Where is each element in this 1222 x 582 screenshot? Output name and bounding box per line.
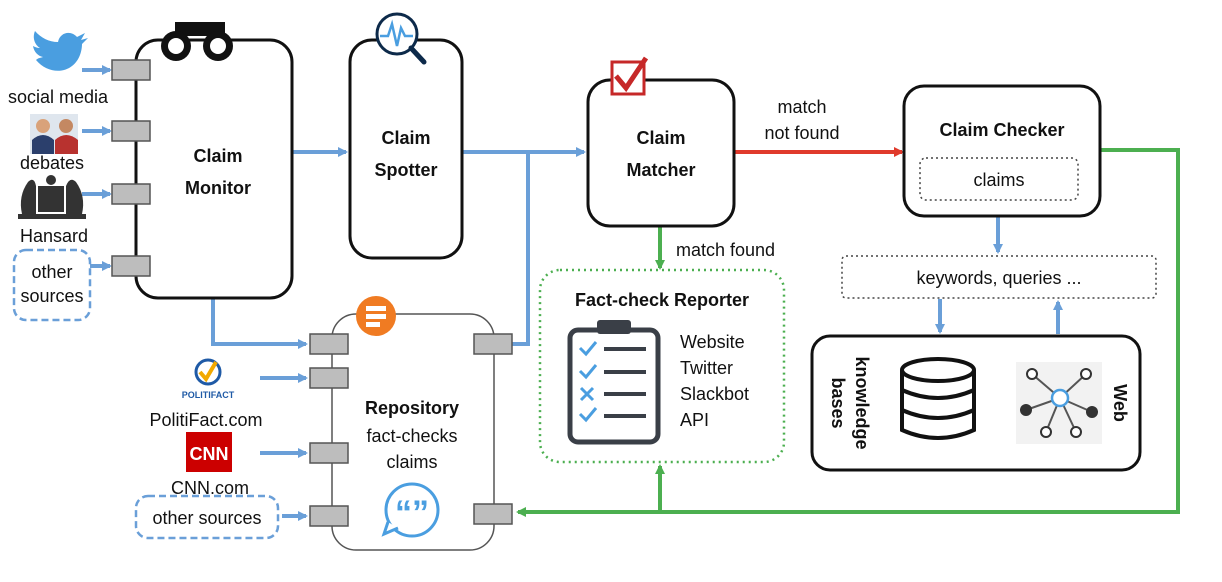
database-stack-icon bbox=[356, 296, 396, 336]
cnn-logo-icon: CNN bbox=[186, 432, 232, 472]
repository-ports bbox=[309, 333, 513, 527]
edge-label-match-line1: match bbox=[777, 97, 826, 117]
port bbox=[111, 255, 151, 277]
source-other-line1: other bbox=[31, 262, 72, 282]
claim-checker-title: Claim Checker bbox=[939, 120, 1064, 140]
binoculars-icon bbox=[161, 22, 233, 61]
arrow-checker-loop bbox=[516, 148, 1180, 517]
knowledge-label-line2: bases bbox=[828, 377, 848, 428]
reporter-output-slackbot: Slackbot bbox=[680, 384, 749, 404]
claim-matcher-line1: Claim bbox=[636, 128, 685, 148]
knowledge-label-line1: knowledge bbox=[852, 356, 872, 449]
port bbox=[309, 367, 349, 389]
port bbox=[473, 503, 513, 525]
repository-line3: claims bbox=[386, 452, 437, 472]
port bbox=[111, 183, 151, 205]
checkbox-icon bbox=[610, 56, 649, 96]
repository-title: Repository bbox=[365, 398, 459, 418]
source-cnn: CNN.com bbox=[171, 478, 249, 498]
reporter-output-website: Website bbox=[680, 332, 745, 352]
database-cylinder-icon bbox=[900, 357, 976, 440]
port bbox=[309, 442, 349, 464]
signal-search-icon bbox=[375, 12, 427, 65]
arrows bbox=[82, 65, 1180, 521]
keywords-box bbox=[841, 255, 1157, 299]
claim-spotter-line2: Spotter bbox=[375, 160, 438, 180]
claim-monitor-line1: Claim bbox=[193, 146, 242, 166]
svg-text:“”: “” bbox=[395, 494, 429, 532]
source-hansard: Hansard bbox=[20, 226, 88, 246]
quote-bubble-icon: “” bbox=[381, 482, 440, 538]
reporter-title: Fact-check Reporter bbox=[575, 290, 749, 310]
coat-of-arms-icon bbox=[18, 175, 86, 219]
source-politifact: PolitiFact.com bbox=[149, 410, 262, 430]
source-debates: debates bbox=[20, 153, 84, 173]
keywords-label: keywords, queries ... bbox=[916, 268, 1081, 288]
politifact-logo-icon: POLITIFACT bbox=[182, 358, 235, 400]
edge-label-match-line2: not found bbox=[764, 123, 839, 143]
checklist-clipboard-icon bbox=[567, 320, 661, 445]
arrow-repository-to-matcher bbox=[512, 152, 530, 346]
source-other-box bbox=[12, 248, 92, 322]
monitor-ports bbox=[111, 59, 151, 277]
claims-inner-box bbox=[919, 157, 1079, 201]
claim-spotter-box bbox=[348, 38, 464, 260]
debate-people-icon bbox=[30, 114, 78, 154]
network-web-icon bbox=[1016, 362, 1102, 444]
port bbox=[309, 333, 349, 355]
source-other-bottom: other sources bbox=[152, 508, 261, 528]
claim-matcher-box bbox=[586, 78, 736, 228]
edge-label-match-found: match found bbox=[676, 240, 775, 260]
repository-line2: fact-checks bbox=[366, 426, 457, 446]
cnn-logo-text: CNN bbox=[190, 444, 229, 464]
claim-spotter-line1: Claim bbox=[381, 128, 430, 148]
source-other-bottom-box bbox=[134, 494, 280, 540]
port bbox=[309, 505, 349, 527]
claim-monitor-line2: Monitor bbox=[185, 178, 251, 198]
claims-inner-label: claims bbox=[973, 170, 1024, 190]
port bbox=[473, 333, 513, 355]
port bbox=[111, 59, 151, 81]
claim-monitor-box bbox=[134, 38, 294, 300]
reporter-output-api: API bbox=[680, 410, 709, 430]
web-label: Web bbox=[1110, 384, 1130, 422]
port bbox=[111, 120, 151, 142]
reporter-output-twitter: Twitter bbox=[680, 358, 733, 378]
repository-box bbox=[331, 313, 495, 551]
source-social-media: social media bbox=[8, 87, 109, 107]
arrow-monitor-to-repository bbox=[211, 298, 308, 349]
twitter-bird-icon bbox=[33, 31, 88, 71]
source-other-line2: sources bbox=[20, 286, 83, 306]
claim-matcher-line2: Matcher bbox=[626, 160, 695, 180]
politifact-logo-text: POLITIFACT bbox=[182, 390, 235, 400]
